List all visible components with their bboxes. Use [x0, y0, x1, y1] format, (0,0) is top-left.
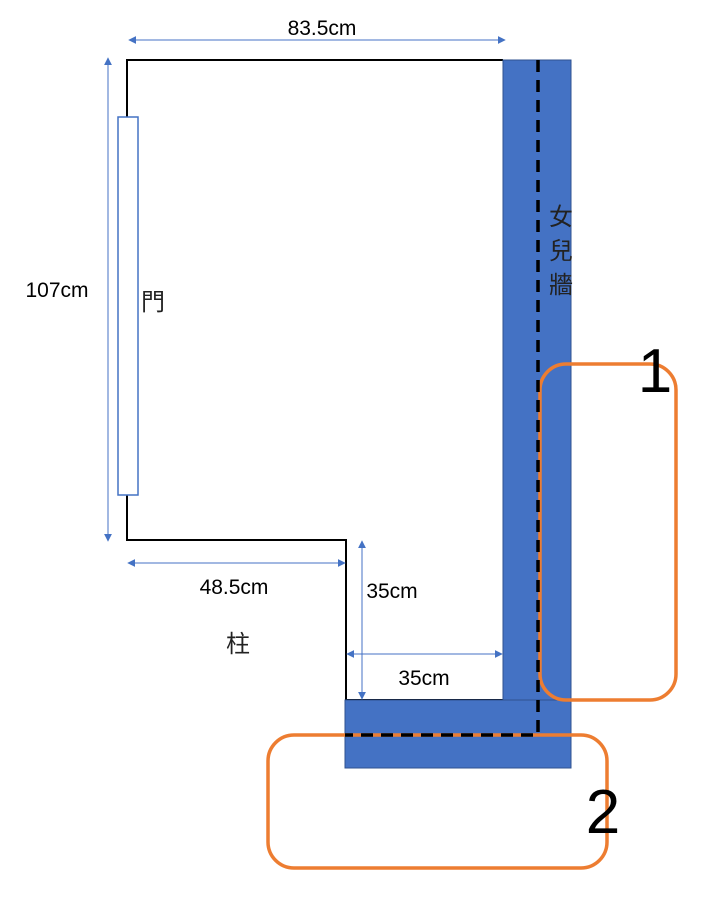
- parapet-label-char-1: 女: [549, 203, 573, 231]
- dimension-label-left: 107cm: [25, 279, 88, 302]
- door: [117, 116, 139, 496]
- pillar-label: 柱: [226, 630, 250, 658]
- dashed-boundary-line: [345, 60, 540, 737]
- region-1-label: 1: [638, 337, 672, 406]
- parapet-label-char-2: 兒: [549, 237, 573, 265]
- door-label: 門: [141, 288, 165, 316]
- highlight-region-2: [266, 733, 609, 870]
- dimension-label-pillar-width: 35cm: [398, 667, 449, 690]
- dimension-label-bottom-left: 48.5cm: [200, 576, 269, 599]
- highlight-region-1: [538, 362, 678, 702]
- room-outline: [126, 59, 503, 701]
- parapet-label-char-3: 牆: [549, 271, 573, 299]
- region-2-label: 2: [586, 778, 620, 847]
- dimension-label-top: 83.5cm: [288, 17, 357, 40]
- dimension-label-pillar-height: 35cm: [366, 580, 417, 603]
